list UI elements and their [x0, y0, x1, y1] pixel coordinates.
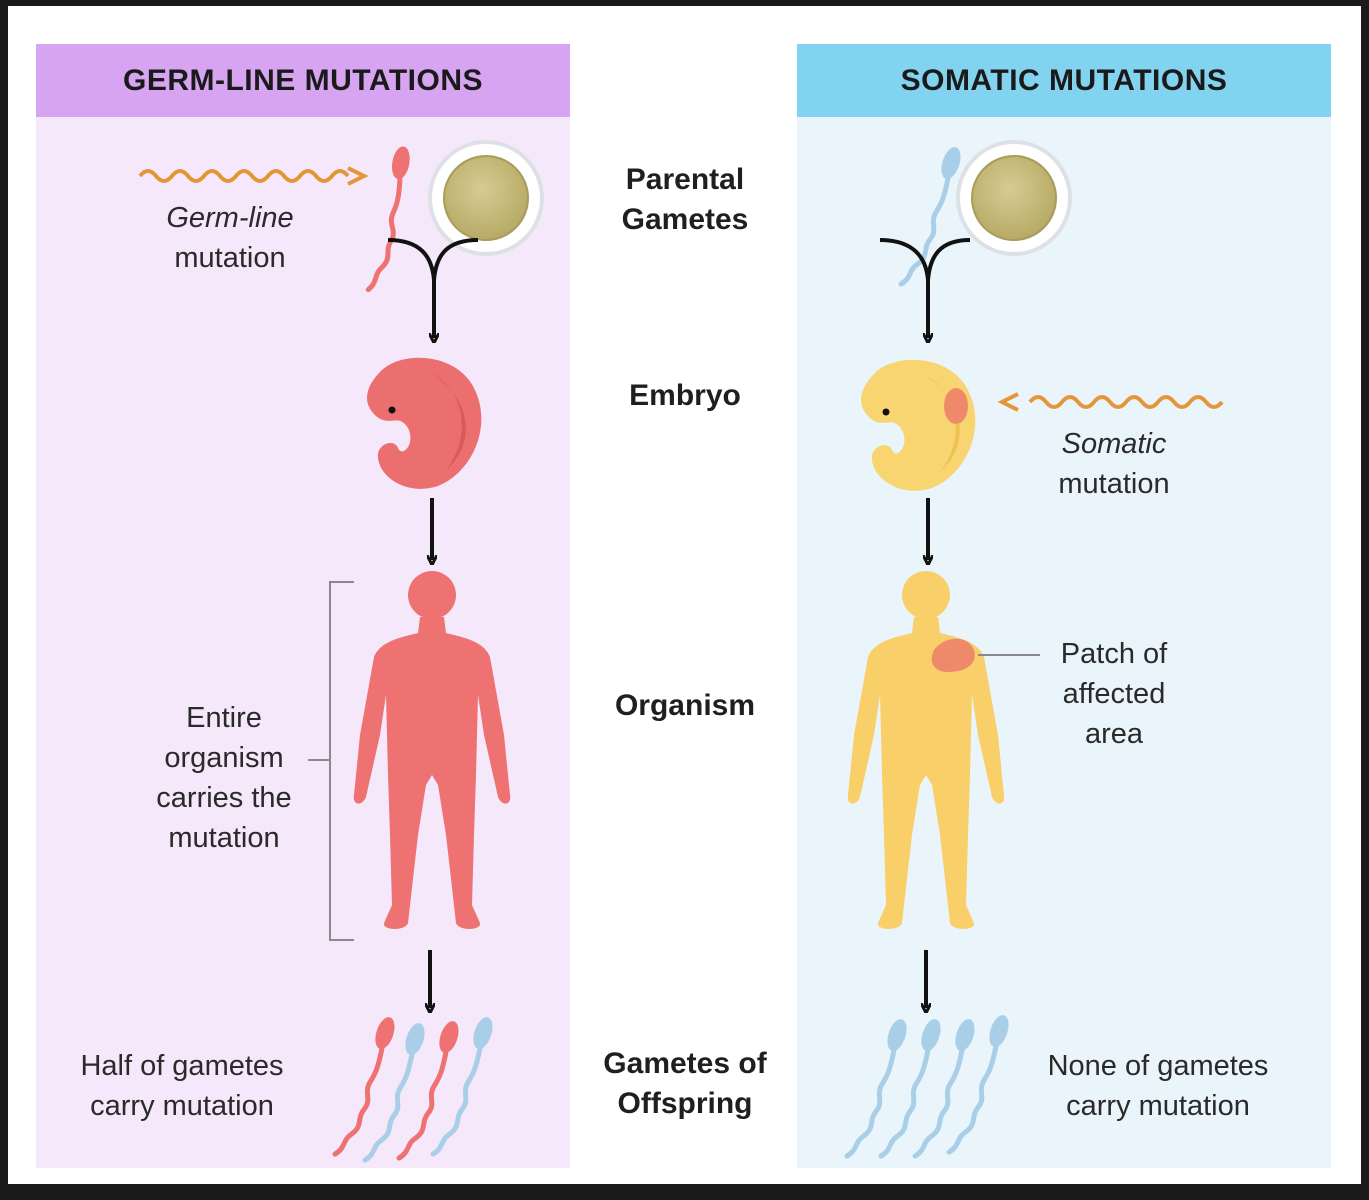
somatic-panel: SOMATIC MUTATIONS	[797, 44, 1331, 1168]
somatic-patch-icon	[931, 638, 975, 672]
somatic-header: SOMATIC MUTATIONS	[797, 44, 1331, 117]
germline-mutation-label-line-2: mutation	[174, 242, 286, 274]
stage-gametes-of-offspring: Gametes of Offspring	[580, 1044, 790, 1124]
somatic-embryo-patch-icon	[944, 388, 968, 424]
half-gametes-label-line-2: carry mutation	[90, 1090, 274, 1122]
germline-embryo-eye-icon	[388, 406, 396, 414]
somatic-organism-icon	[847, 571, 1005, 929]
germline-mutation-wave-icon	[138, 169, 350, 183]
germline-egg-icon	[428, 140, 544, 256]
germline-wave-arrowhead-icon	[347, 166, 369, 186]
somatic-embryo-icon	[861, 359, 976, 491]
entire-organism-label-line-1: Entire	[186, 702, 262, 734]
germline-mutation-label: Germ-line mutation	[130, 198, 330, 278]
stage-gametes-of-offspring-line-2: Offspring	[617, 1087, 753, 1120]
patch-label: Patch of affected area	[1034, 634, 1194, 754]
none-gametes-label: None of gametes carry mutation	[1022, 1046, 1294, 1126]
somatic-mutation-label-line-2: mutation	[1058, 468, 1170, 500]
patch-label-line-3: area	[1084, 718, 1144, 750]
somatic-mutation-wave-icon	[1028, 395, 1224, 409]
half-gametes-label: Half of gametes carry mutation	[52, 1046, 312, 1126]
none-gametes-label-line-1: None of gametes	[1047, 1050, 1269, 1082]
somatic-offspring-gamete-3-icon	[889, 1014, 1002, 1156]
germline-fusion-arrow-icon	[387, 238, 479, 338]
germline-organism-icon	[353, 571, 511, 929]
stage-organism: Organism	[614, 689, 756, 722]
half-gametes-label-line-1: Half of gametes	[80, 1050, 284, 1082]
entire-organism-label-line-4: mutation	[168, 822, 280, 854]
somatic-embryo-eye-icon	[882, 408, 890, 416]
entire-organism-label-line-3: carries the	[156, 782, 292, 814]
stage-embryo: Embryo	[629, 379, 741, 412]
somatic-mutation-label-line-1: Somatic	[1061, 428, 1167, 460]
entire-organism-label-line-2: organism	[164, 742, 284, 774]
stage-gametes-of-offspring-line-1: Gametes of	[603, 1047, 767, 1080]
germline-mutation-label-line-1: Germ-line	[166, 202, 294, 234]
patch-label-line-2: affected	[1062, 678, 1166, 710]
none-gametes-label-line-2: carry mutation	[1066, 1090, 1250, 1122]
somatic-wave-arrowhead-icon	[997, 392, 1019, 412]
somatic-fusion-arrow-icon	[879, 238, 971, 338]
stage-parental-gametes: Parental Gametes	[580, 160, 790, 240]
stage-parental-gametes-line-2: Gametes	[621, 203, 749, 236]
stage-parental-gametes-line-1: Parental	[625, 163, 745, 196]
entire-organism-bracket	[308, 581, 354, 941]
somatic-egg-icon	[956, 140, 1072, 256]
entire-organism-label: Entire organism carries the mutation	[124, 698, 324, 858]
germline-embryo-icon	[367, 357, 482, 489]
somatic-mutation-label: Somatic mutation	[1014, 424, 1214, 504]
germline-header: GERM-LINE MUTATIONS	[36, 44, 570, 117]
patch-label-line-1: Patch of	[1060, 638, 1168, 670]
